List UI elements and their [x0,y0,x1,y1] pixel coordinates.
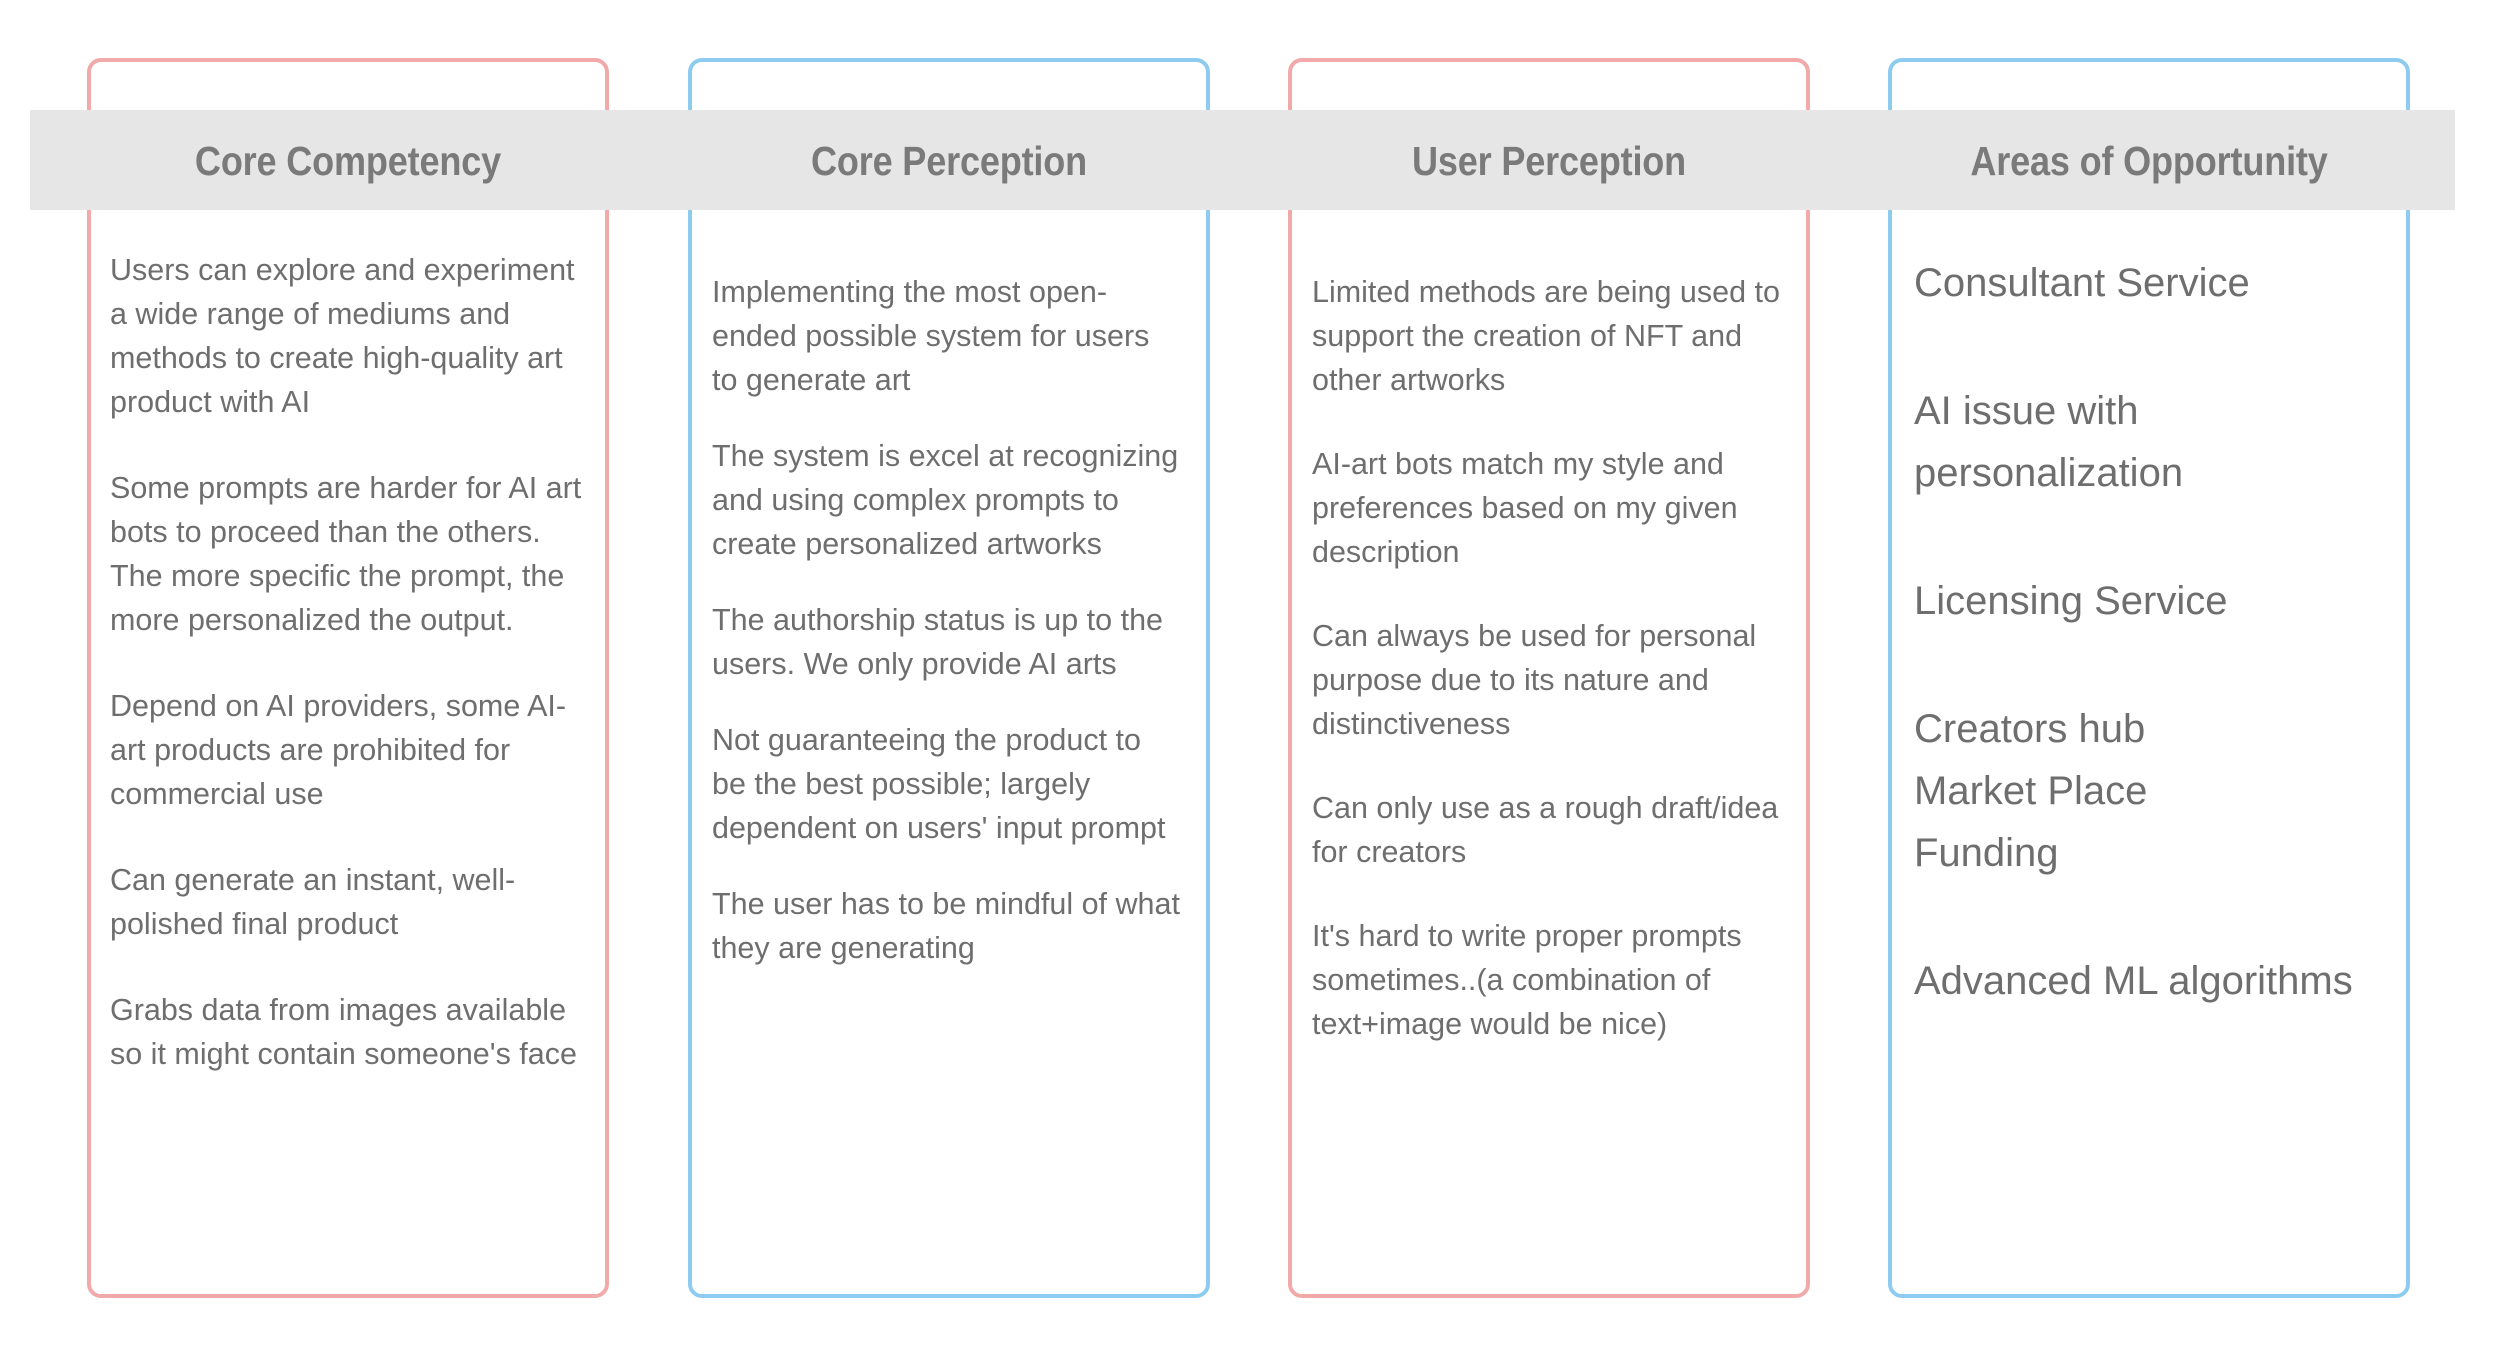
column-body-user-perception: Limited methods are being used to suppor… [1312,270,1797,1086]
list-item: Advanced ML algorithms [1914,959,2353,1003]
list-item: Limited methods are being used to suppor… [1312,275,1780,397]
list-item: Depend on AI providers, some AI-art prod… [110,689,567,811]
list-item: AI-art bots match my style and preferenc… [1312,447,1738,569]
list-item: AI issue with personalization [1914,389,2184,495]
list-item: Can always be used for personal purpose … [1312,619,1757,741]
list-item: The user has to be mindful of what they … [712,887,1180,965]
column-title-areas-of-opportunity: Areas of Opportunity [1970,138,2328,184]
column-card-user-perception [1288,58,1810,1298]
list-item: Some prompts are harder for AI art bots … [110,471,582,637]
list-item: It's hard to write proper prompts someti… [1312,919,1742,1041]
list-item: Consultant Service [1914,261,2250,305]
list-item: Can only use as a rough draft/idea for c… [1312,791,1779,869]
column-title-user-perception: User Perception [1411,138,1687,184]
column-card-core-competency [87,58,609,1298]
column-body-core-competency: Users can explore and experiment a wide … [110,248,590,1118]
list-item: Users can explore and experiment a wide … [110,253,575,419]
list-item: Creators hub Market Place Funding [1914,707,2148,875]
column-title-core-perception: Core Perception [810,138,1088,184]
column-title-core-competency: Core Competency [194,138,502,184]
list-item: The authorship status is up to the users… [712,603,1163,681]
list-item: Grabs data from images available so it m… [110,993,577,1071]
column-card-core-perception [688,58,1210,1298]
list-item: Can generate an instant, well-polished f… [110,863,516,941]
list-item: Licensing Service [1914,579,2228,623]
column-body-areas-of-opportunity: Consultant Service AI issue with persona… [1914,252,2394,1078]
column-card-areas-of-opportunity [1888,58,2410,1298]
list-item: Not guaranteeing the product to be the b… [712,723,1166,845]
list-item: Implementing the most open-ended possibl… [712,275,1150,397]
column-body-core-perception: Implementing the most open-ended possibl… [712,270,1182,1002]
header-band [30,110,2455,210]
list-item: The system is excel at recognizing and u… [712,439,1179,561]
